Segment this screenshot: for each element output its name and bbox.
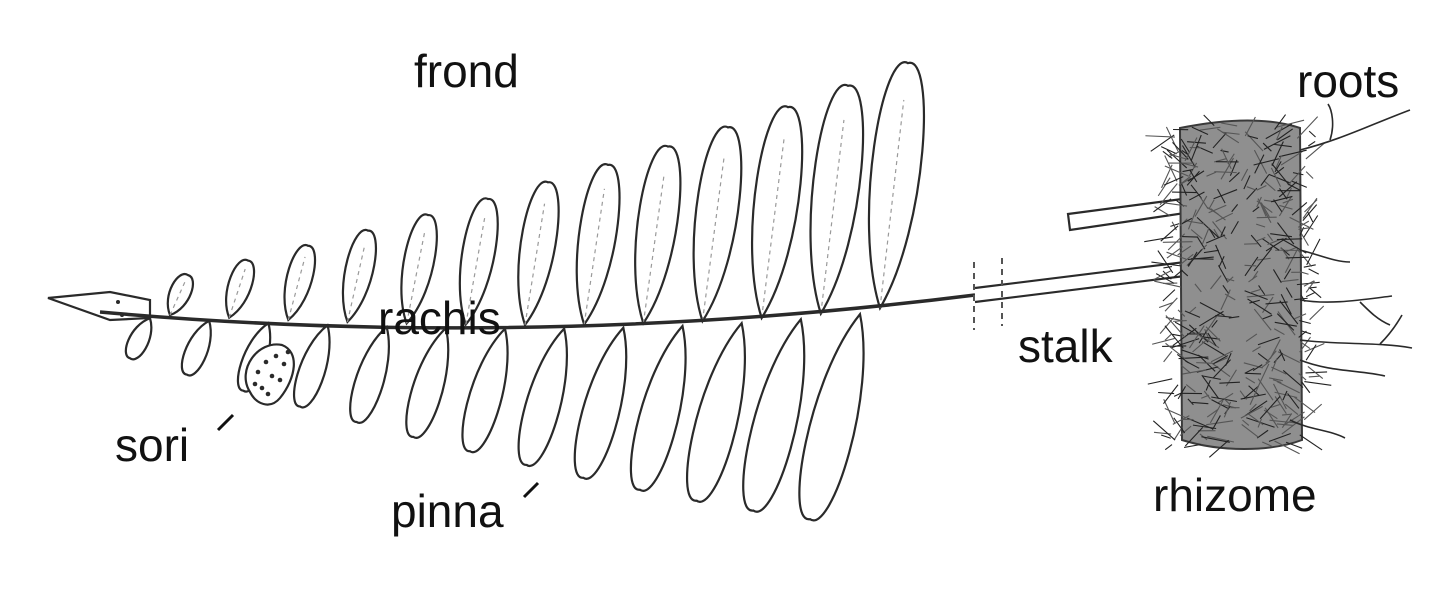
rhizome-hair [1304, 382, 1331, 386]
upper-pinna [285, 245, 316, 320]
sorus-dot [282, 362, 287, 367]
lower-pinna [462, 329, 507, 452]
rhizome-hair [1164, 351, 1172, 362]
sorus-dot [264, 360, 269, 365]
rhizome-hair [1153, 421, 1175, 440]
sorus-dot [274, 354, 279, 359]
rhizome-hair [1306, 293, 1315, 297]
lower-pinna [294, 325, 329, 407]
label-roots: roots [1297, 58, 1399, 104]
lower-pinna [799, 314, 863, 520]
sorus-dot [278, 378, 283, 383]
rhizome-hair [1196, 363, 1211, 364]
label-frond: frond [414, 48, 519, 94]
sorus-dot [256, 370, 261, 375]
rhizome-hair [1152, 338, 1175, 344]
lower-pinna [406, 328, 448, 438]
rhizome-mass [1144, 115, 1331, 458]
rhizome-hair [1154, 281, 1181, 287]
stalk-line [975, 262, 1185, 302]
root [1300, 110, 1410, 150]
sorus-dot [286, 350, 291, 355]
rhizome-hair [1144, 237, 1173, 242]
root [1300, 250, 1350, 262]
rhizome-hair [1165, 445, 1172, 450]
rhizome-hair [1310, 306, 1324, 320]
rhizome-hair [1286, 257, 1309, 258]
sori-leader [218, 415, 233, 430]
rhizome-hair [1306, 172, 1313, 179]
rhizome-hair [1163, 385, 1178, 404]
rhizome-hair [1309, 376, 1319, 377]
root [1360, 302, 1390, 325]
rhizome-hair [1282, 414, 1291, 415]
rhizome-hair [1257, 217, 1277, 218]
upper-pinna [635, 146, 680, 323]
lower-pinna [743, 319, 804, 511]
rhizome-hair [1309, 131, 1315, 137]
rhizome-hair [1163, 290, 1175, 301]
upper-pinna [577, 164, 620, 324]
lower-pinna [126, 318, 152, 359]
upper-pinna [518, 182, 558, 325]
rhizome-hair [1245, 265, 1257, 266]
rhizome-hair [1151, 135, 1174, 151]
rhizome-hair [1308, 212, 1313, 222]
rhizome-hair [1161, 147, 1176, 154]
upper-pinna [869, 62, 924, 308]
rhizome-hair [1164, 399, 1175, 423]
label-stalk: stalk [1018, 323, 1113, 369]
upper-pinnae [168, 62, 924, 325]
lower-pinna [631, 326, 686, 491]
rhizome-hair [1172, 192, 1197, 193]
rhizome-hair [1309, 269, 1319, 274]
rhizome-hair [1160, 317, 1174, 333]
lower-pinna [687, 323, 745, 502]
root [1300, 360, 1385, 376]
root [1380, 315, 1402, 344]
label-pinna: pinna [391, 488, 504, 534]
rhizome-hair [1246, 373, 1261, 374]
rhizome-hair [1148, 379, 1172, 384]
lower-pinna [519, 329, 567, 466]
rhizome-hair [1163, 242, 1193, 243]
upper-pinna [226, 260, 254, 318]
upper-pinna [168, 274, 193, 315]
root [1328, 104, 1333, 140]
sorus-dot [253, 382, 258, 387]
label-sori: sori [115, 422, 189, 468]
rhizome-hair [1310, 288, 1321, 298]
label-rachis: rachis [378, 295, 501, 341]
upper-pinna [811, 85, 864, 314]
sorus-dot [270, 374, 275, 379]
lower-pinna [575, 328, 626, 479]
rhizome-hair [1300, 435, 1322, 450]
upper-pinna [343, 230, 376, 322]
roots-lines [1290, 104, 1412, 438]
root [1300, 296, 1392, 302]
upper-pinna [752, 106, 802, 318]
lower-pinna [182, 321, 211, 376]
pinna-leader [524, 483, 538, 497]
sorus-dot [260, 386, 265, 391]
rhizome-hair [1158, 178, 1170, 196]
sorus-dot [266, 392, 271, 397]
upper-pinna [694, 127, 742, 322]
label-rhizome: rhizome [1153, 472, 1317, 518]
